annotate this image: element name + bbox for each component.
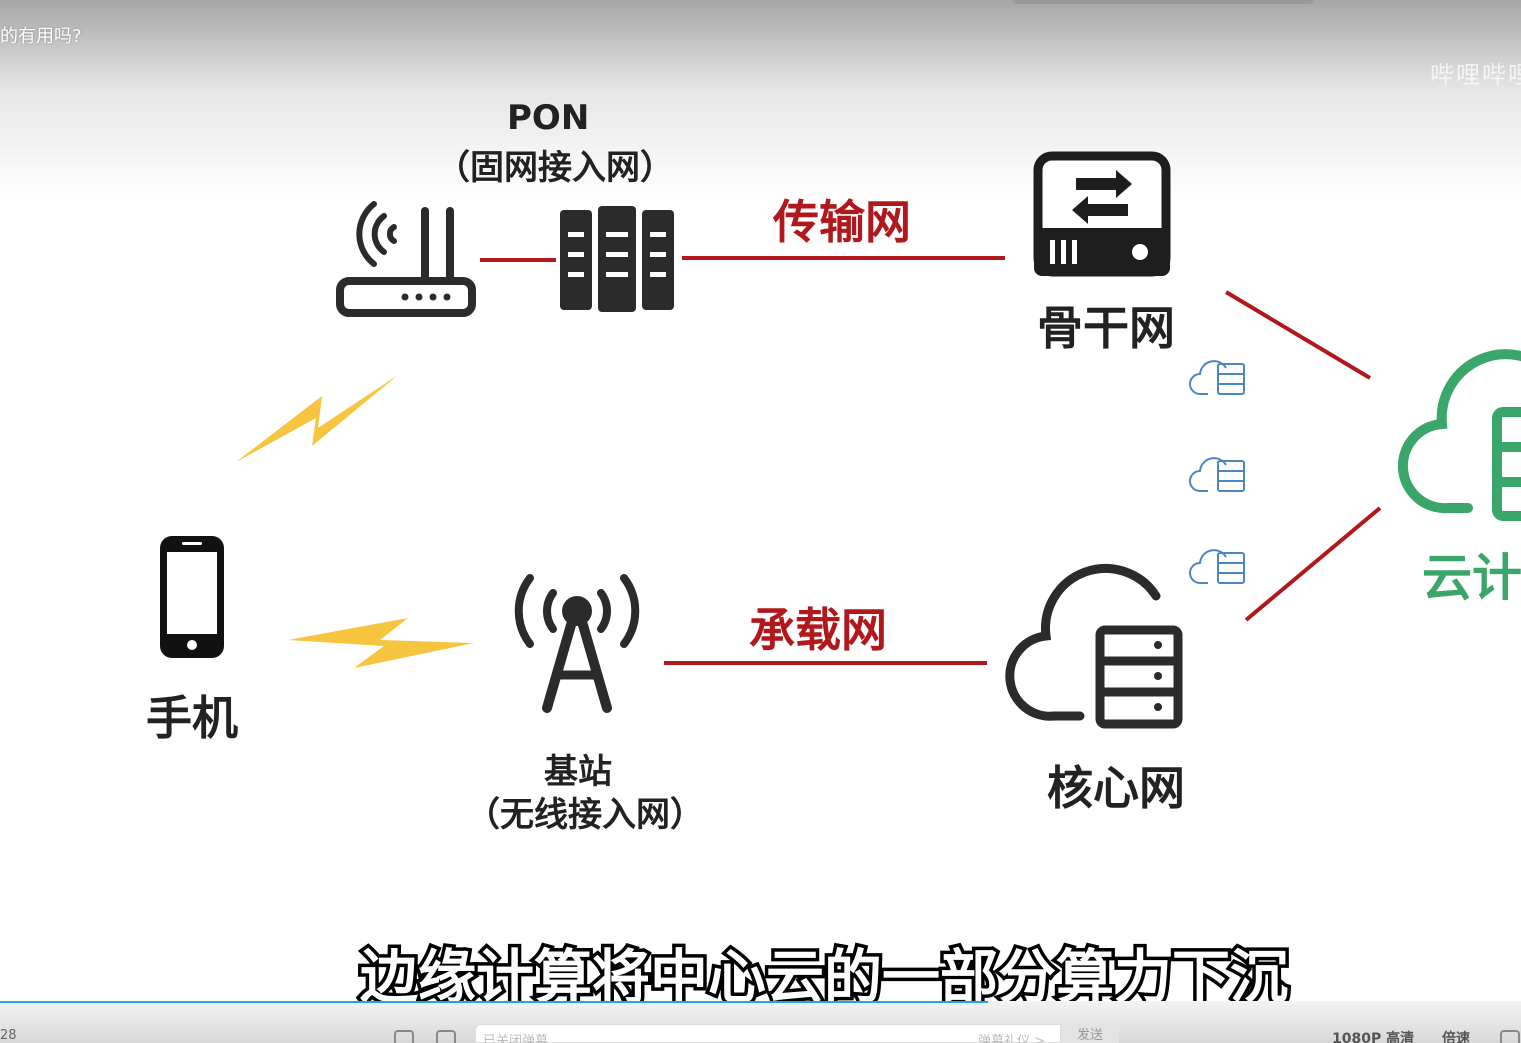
backbone-to-cloud-line	[1224, 290, 1372, 380]
core-net-label: 核心网	[1047, 761, 1185, 815]
time-display: 28	[0, 1028, 17, 1043]
phone-label: 手机	[146, 691, 238, 745]
danmaku-settings-icon[interactable]	[436, 1030, 456, 1043]
speed-button[interactable]: 倍速	[1442, 1031, 1470, 1043]
small-cloud-icon	[1189, 457, 1245, 492]
video-title: 的有用吗?	[0, 26, 82, 47]
lightning-bolt-icon	[288, 618, 474, 668]
cloud-computing-label: 云计	[1422, 549, 1521, 607]
small-cloud-icon	[1189, 549, 1245, 584]
send-button[interactable]: 发送	[1061, 1024, 1119, 1043]
danmaku-toggle-icon[interactable]	[394, 1030, 414, 1043]
base-station-title: 基站	[544, 752, 612, 792]
pon-subtitle: （固网接入网）	[436, 148, 674, 188]
top-overlay	[0, 0, 1521, 200]
core-to-cloud-line	[1244, 506, 1382, 622]
core-cloud-server-icon	[1005, 563, 1183, 729]
switch-drive-icon	[1033, 151, 1171, 277]
lightning-bolt-icon	[236, 375, 398, 462]
server-rack-icon	[560, 206, 674, 312]
danmaku-input[interactable]	[475, 1024, 1061, 1043]
pon-title: PON	[507, 98, 590, 138]
base-station-subtitle: （无线接入网）	[466, 795, 704, 835]
transport-net-label: 传输网	[773, 195, 911, 249]
phone-icon	[160, 536, 224, 658]
bearer-net-label: 承载网	[749, 603, 887, 657]
cell-tower-icon	[514, 574, 640, 713]
danmaku-placeholder: 已关闭弹幕	[483, 1034, 549, 1043]
cloud-computing-icon	[1397, 349, 1521, 521]
top-pill	[1012, 0, 1314, 4]
volume-icon[interactable]	[1500, 1030, 1520, 1043]
quality-button[interactable]: 1080P 高清	[1332, 1031, 1415, 1043]
bilibili-watermark: 哔哩哔哩	[1430, 61, 1521, 89]
backbone-label: 骨干网	[1037, 301, 1175, 355]
wifi-router-icon	[336, 201, 476, 317]
small-cloud-icon	[1189, 360, 1245, 395]
progress-bar[interactable]	[0, 1001, 988, 1003]
danmaku-etiquette-link[interactable]: 弹幕礼仪 >	[978, 1034, 1046, 1043]
